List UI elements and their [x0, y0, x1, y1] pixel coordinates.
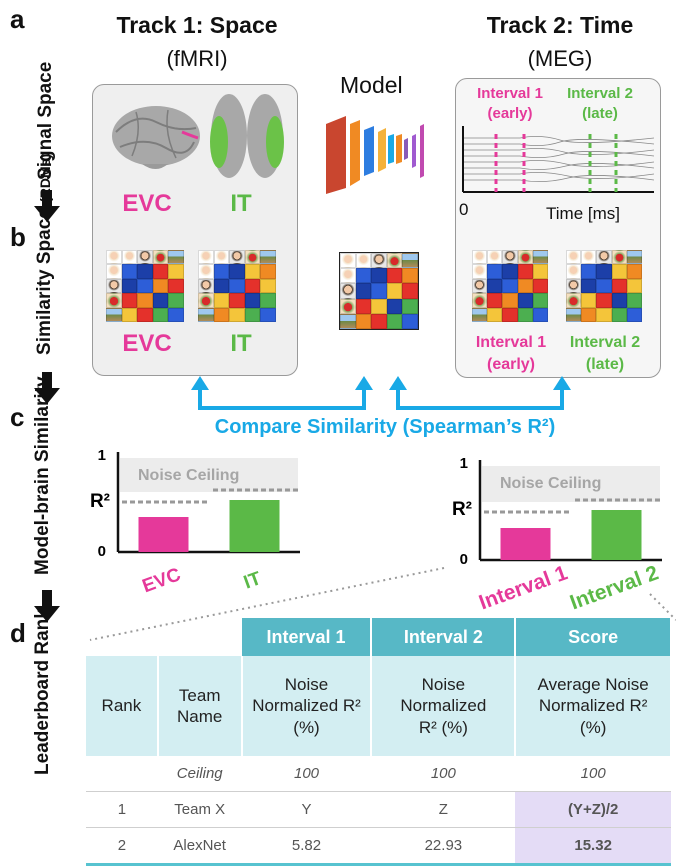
model-label: Model [340, 72, 403, 98]
rdm-evc [106, 250, 184, 322]
rdm-interval2 [566, 250, 642, 322]
y-tick-label: 0 [460, 551, 468, 568]
track2-subtitle: (MEG) [527, 46, 593, 71]
leaderboard-label: Leaderboard Rank [32, 608, 54, 775]
header-score: Score [515, 618, 672, 656]
rdm-it [198, 250, 276, 322]
meg-interval1-top-sub: (early) [487, 105, 533, 123]
cell-interval1: Y [241, 791, 372, 828]
fmri-it-label-top: IT [230, 190, 252, 217]
table-row: Ceiling 100 100 100 [86, 756, 671, 792]
cell-score: 100 [515, 756, 671, 792]
meg-axis-zero: 0 [459, 200, 469, 219]
fmri-evc-label-bottom: EVC [122, 330, 172, 357]
subheader-rank: Rank [86, 656, 159, 756]
track1-title: Track 1: Space [116, 12, 278, 38]
track1-subtitle: (fMRI) [166, 46, 228, 71]
meg-signal-plot [462, 126, 654, 193]
down-arrow-2 [34, 372, 60, 404]
panel-letter-d: d [10, 618, 26, 648]
meg-interval1-top: Interval 1 (early) [470, 84, 550, 125]
cell-team: Team X [157, 791, 242, 828]
cell-score: 15.32 [515, 827, 671, 866]
meg-interval2-bottom-text: Interval 2 [569, 334, 641, 351]
model-brain-label: Model-brain Similarity [32, 376, 54, 575]
cell-interval2: 22.93 [371, 827, 516, 866]
meg-interval2-top-text: Interval 2 [567, 85, 633, 102]
connector-lines [89, 567, 676, 641]
leaderboard-table: Interval 1 Interval 2 Score Rank Team Na… [86, 618, 672, 866]
cell-interval2: 100 [371, 756, 516, 792]
panel-letter-c: c [10, 402, 25, 432]
cell-score: (Y+Z)/2 [515, 791, 671, 828]
header-interval1: Interval 1 [241, 618, 373, 656]
cell-interval1: 100 [241, 756, 372, 792]
header-interval2: Interval 2 [371, 618, 517, 656]
y-tick-label: 1 [98, 447, 106, 464]
subheader-interval1: Noise Normalized R² (%) [241, 656, 373, 756]
compare-label: Compare Similarity (Spearman’s R²) [214, 416, 556, 438]
noise-ceiling-label: Noise Ceiling [138, 467, 239, 484]
rdm-interval1 [472, 250, 548, 322]
y-tick-label: 1 [460, 455, 468, 472]
brain-ventral-image [210, 94, 284, 178]
subheader-interval2: Noise Normalized R² (%) [371, 656, 517, 756]
meg-interval1-bottom: Interval 1 (early) [468, 332, 554, 375]
cell-interval2: Z [371, 791, 516, 828]
meg-interval2-top: Interval 2 (late) [560, 84, 640, 125]
similarity-space-text: Similarity Space [34, 208, 56, 355]
table-row: 2 AlexNet 5.82 22.93 15.32 [86, 827, 671, 866]
subheader-score: Average Noise Normalized R² (%) [515, 656, 672, 756]
meg-interval1-top-text: Interval 1 [477, 85, 543, 102]
cell-team: Ceiling [157, 756, 242, 792]
cell-rank: 1 [86, 791, 158, 828]
bar-second [229, 500, 280, 552]
cell-interval1: 5.82 [241, 827, 372, 866]
bar-second [591, 510, 642, 560]
bar-first [138, 517, 189, 552]
down-arrow-1 [34, 190, 60, 222]
y-tick-label: 0 [98, 543, 106, 560]
meg-interval2-top-sub: (late) [582, 105, 618, 123]
down-arrow-3 [34, 590, 60, 622]
panel-letter-b: b [10, 222, 26, 252]
fmri-evc-label-top: EVC [122, 190, 172, 217]
similarity-space-label: Similarity Space (RDMs) [34, 154, 56, 355]
rdm-model [339, 252, 419, 330]
table-row: 1 Team X Y Z (Y+Z)/2 [86, 791, 671, 828]
meg-interval2-bottom: Interval 2 (late) [562, 332, 648, 375]
compare-arrows [191, 376, 571, 410]
cell-rank [86, 756, 158, 792]
cell-team: AlexNet [157, 827, 242, 866]
model-network-image [326, 116, 424, 194]
bar-first [500, 528, 551, 560]
y-axis-label: R² [90, 491, 110, 512]
y-axis-label: R² [452, 499, 472, 520]
fmri-it-label-bottom: IT [230, 330, 252, 357]
brain-lateral-image [112, 106, 200, 169]
track2-title: Track 2: Time [486, 12, 634, 38]
meg-interval1-bottom-text: Interval 1 [475, 334, 547, 351]
noise-ceiling-label: Noise Ceiling [500, 475, 601, 492]
meg-box [455, 78, 661, 378]
cell-rank: 2 [86, 827, 158, 866]
meg-axis-label: Time [ms] [546, 204, 620, 223]
meg-interval2-bottom-sub: (late) [585, 355, 625, 373]
meg-interval1-bottom-sub: (early) [486, 355, 536, 373]
panel-letter-a: a [10, 4, 25, 34]
noise-ceiling-area [482, 466, 660, 502]
category-label: IT [241, 568, 264, 594]
subheader-team: Team Name [157, 656, 243, 756]
noise-ceiling-area [120, 458, 298, 492]
